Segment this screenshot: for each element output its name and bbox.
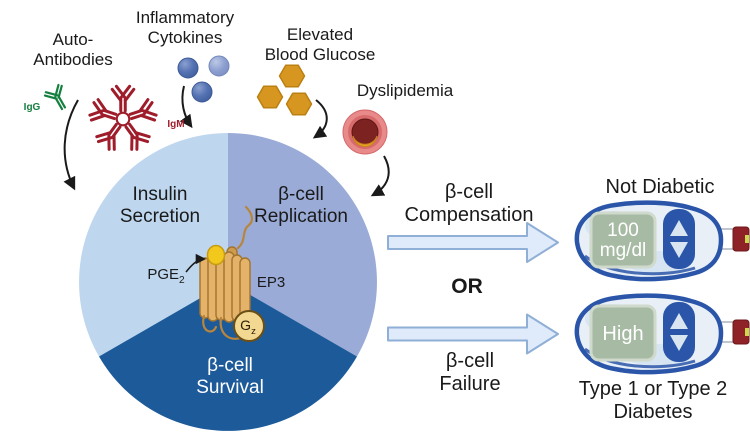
label-dyslipidemia: Dyslipidemia [356, 81, 454, 100]
compensation-block-arrow [387, 222, 559, 263]
outcome-arrows [387, 222, 559, 355]
igg-label: IgG [23, 102, 41, 113]
glucose-hexagons-icon [256, 64, 313, 116]
meter-screen [589, 211, 657, 269]
pie-wedge-beta-cell-survival [99, 282, 357, 431]
meter-screen-reading-normal: 100 mg/dl [599, 220, 647, 261]
risk-factor-arrows [63, 85, 390, 197]
igm-label: IgM [167, 119, 185, 130]
pie-label-insulin-secretion: Insulin Secretion [119, 184, 201, 228]
meter-buttons [663, 302, 695, 362]
pie-wedge-insulin-secretion [79, 133, 229, 357]
pie-label-beta-cell-survival: β-cell Survival [196, 355, 264, 399]
label-beta-cell-failure: β-cell Failure [439, 350, 501, 396]
glucose-meter-not-diabetic [574, 200, 750, 282]
down-arrow-button [670, 242, 688, 258]
pie-chart [79, 133, 377, 431]
plaque-crescent [352, 135, 378, 147]
meter-screen-reading-high: High [602, 323, 644, 345]
arrow-cytokines-to-pie [179, 85, 193, 129]
pie-label-beta-cell-replication: β-cell Replication [254, 184, 348, 228]
label-gz: Gz [240, 317, 256, 337]
label-type1-type2-diabetes: Type 1 or Type 2 Diabetes [578, 378, 728, 424]
label-elevated-blood-glucose: Elevated Blood Glucose [264, 25, 376, 64]
glucose-meter-diabetes [574, 293, 750, 375]
strip-sample-window [745, 328, 749, 336]
pie-wedge-beta-cell-replication [228, 133, 377, 357]
label-beta-cell-compensation: β-cell Compensation [404, 181, 534, 227]
strip-sample-window [745, 235, 749, 243]
receptor-n-terminus-squiggle [236, 205, 254, 250]
igg-antibody-icon [43, 83, 67, 111]
ep3-receptor-illustration [185, 205, 265, 342]
gz-protein-circle [233, 310, 265, 342]
failure-block-arrow [387, 313, 559, 355]
pge2-ligand-ball [206, 244, 226, 266]
meter-buttons [663, 209, 695, 269]
label-or: OR [451, 275, 483, 298]
arrow-glucose-to-pie [312, 99, 328, 139]
label-inflammatory-cytokines: Inflammatory Cytokines [135, 8, 235, 47]
pge2-pointer-arrow [185, 253, 207, 273]
arrow-dyslipidemia-to-pie [370, 155, 390, 197]
label-pge2: PGE2 [147, 266, 185, 286]
cytokine-spheres-icon [177, 55, 230, 103]
up-arrow-button [670, 220, 688, 236]
meter-screen [589, 304, 657, 362]
label-auto-antibodies: Auto- Antibodies [33, 30, 113, 69]
arrow-autoantibodies-to-pie [63, 99, 79, 191]
label-not-diabetic: Not Diabetic [605, 176, 715, 198]
label-ep3: EP3 [256, 274, 286, 291]
down-arrow-button [670, 335, 688, 351]
igm-antibody-icon [87, 84, 159, 154]
blood-vessel-icon [342, 109, 388, 155]
up-arrow-button [670, 313, 688, 329]
